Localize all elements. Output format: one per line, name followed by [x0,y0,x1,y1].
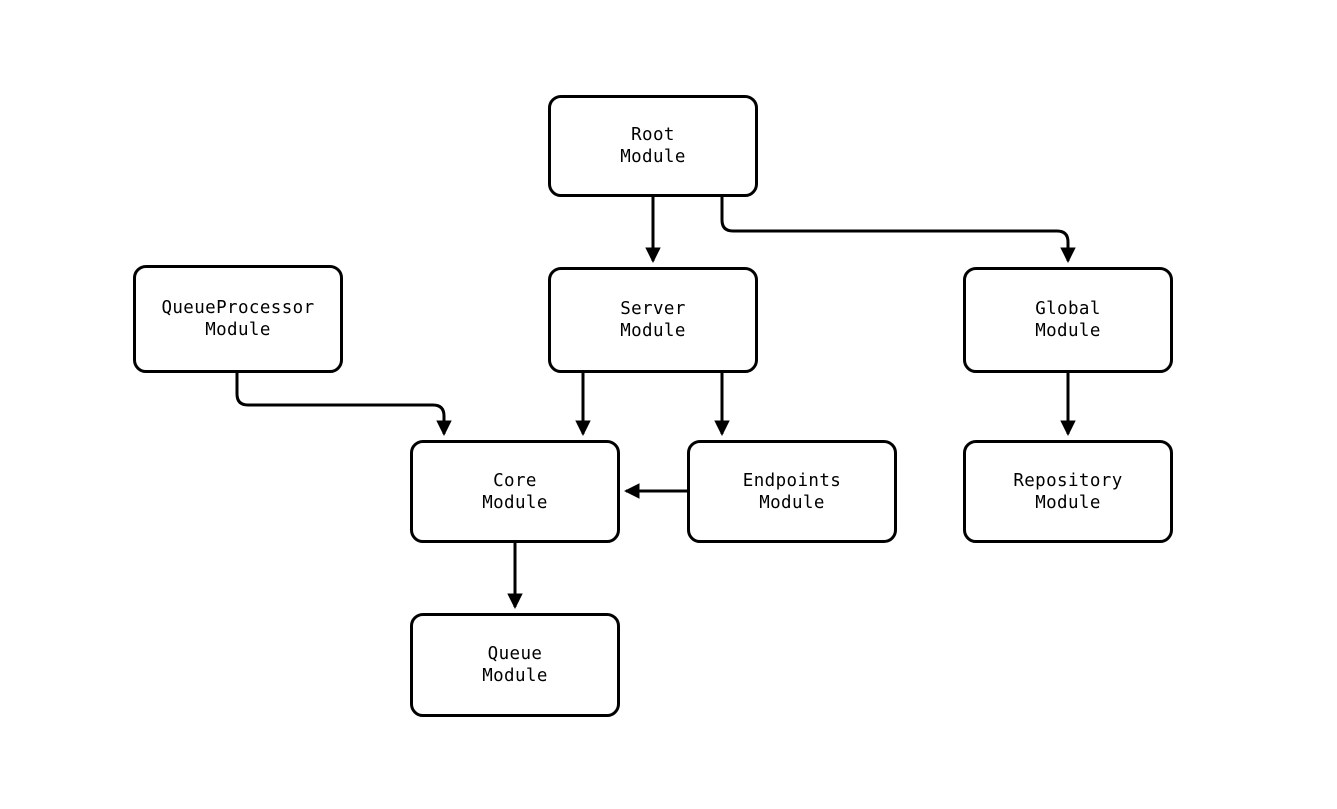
edge-queueprocessor-core [235,373,452,436]
node-root[interactable]: Root Module [548,95,758,197]
node-endpoints-name: Endpoints [742,470,842,491]
node-queueprocessor[interactable]: QueueProcessor Module [133,265,343,373]
edge-root-global [720,197,1076,263]
node-repository[interactable]: Repository Module [963,440,1173,543]
node-repository-suffix: Module [1035,492,1101,513]
node-global-suffix: Module [1035,321,1101,341]
node-server[interactable]: Server Module [548,267,758,373]
node-global[interactable]: Global Module [963,267,1173,373]
node-queue-suffix: Module [482,666,548,686]
node-server-suffix: Module [620,321,686,341]
node-queue-name: Queue [487,644,543,664]
node-queueprocessor-name: QueueProcessor [161,298,315,318]
node-core-suffix: Module [482,492,548,513]
node-endpoints-suffix: Module [759,492,825,513]
node-queue[interactable]: Queue Module [410,613,620,717]
node-root-suffix: Module [620,147,686,167]
node-server-name: Server [620,299,686,319]
node-endpoints[interactable]: Endpoints Module [687,440,897,543]
node-core[interactable]: Core Module [410,440,620,543]
node-repository-name: Repository [1013,470,1123,491]
node-queueprocessor-suffix: Module [205,320,271,340]
node-core-name: Core [493,470,537,491]
node-root-name: Root [631,125,675,145]
node-global-name: Global [1035,299,1101,319]
